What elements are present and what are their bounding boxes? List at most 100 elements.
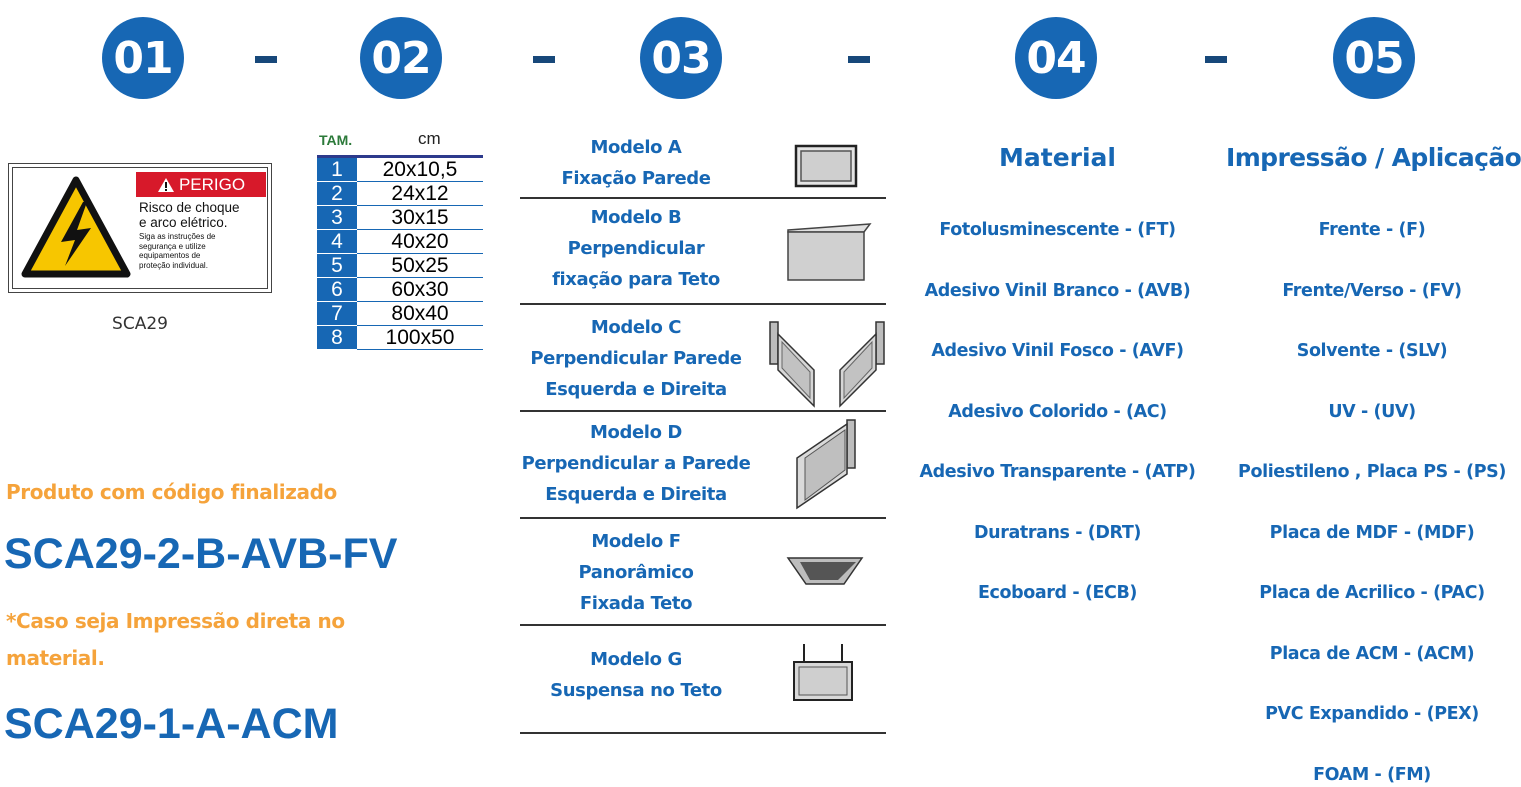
model-label-line: Fixação Parede [561, 168, 711, 189]
step-4-badge: 04 [1015, 17, 1097, 99]
size-value: 24x12 [357, 181, 483, 206]
model-label-line: Fixada Teto [579, 593, 693, 614]
material-item: Duratrans - (DRT) [974, 522, 1141, 543]
size-value: 50x25 [357, 253, 483, 278]
model-divider [520, 732, 886, 734]
size-value: 40x20 [357, 229, 483, 254]
sign-small-3: equipamentos de [139, 251, 201, 260]
size-number: 3 [317, 205, 357, 230]
model-label-line: Modelo G [590, 649, 682, 670]
step-2-badge: 02 [360, 17, 442, 99]
print-item: PVC Expandido - (PEX) [1265, 704, 1479, 724]
model-label-line: Modelo D [590, 422, 682, 443]
panoramic-icon [786, 556, 864, 593]
step-separator [848, 56, 870, 63]
model-label-line: Perpendicular [567, 238, 705, 259]
print-item: Solvente - (SLV) [1296, 341, 1448, 361]
sign-line-2: e arco elétrico. [139, 215, 228, 230]
model-divider [520, 517, 886, 519]
size-value: 60x30 [357, 277, 483, 302]
step-1-badge: 01 [102, 17, 184, 99]
perpendicular-wall-icon [793, 418, 859, 515]
wall-frame-icon [794, 144, 858, 193]
product-code: SCA29 [112, 314, 168, 334]
material-title: Material [999, 143, 1116, 172]
step-separator [255, 56, 277, 63]
model-divider [520, 624, 886, 626]
final-code-1: SCA29-2-B-AVB-FV [4, 530, 398, 578]
size-number: 4 [317, 229, 357, 254]
electric-hazard-icon [21, 176, 131, 278]
model-label-line: fixação para Teto [552, 269, 720, 290]
step-separator [533, 56, 555, 63]
sign-header: PERIGO [136, 172, 266, 197]
warning-triangle-icon [157, 177, 174, 192]
note-line-1: *Caso seja Impressão direta no [6, 609, 345, 633]
step-separator [1205, 56, 1227, 63]
step-5-badge: 05 [1333, 17, 1415, 99]
safety-sign: PERIGO Risco de choque e arco elétrico. … [8, 163, 272, 293]
size-header-tam: TAM. [319, 132, 353, 148]
material-item: Adesivo Colorido - (AC) [948, 401, 1167, 422]
size-value: 20x10,5 [357, 158, 483, 182]
material-item: Adesivo Transparente - (ATP) [919, 462, 1196, 482]
suspended-icon [792, 644, 854, 709]
sign-small-2: segurança e utilize [139, 241, 206, 251]
print-item: Placa de ACM - (ACM) [1269, 643, 1475, 664]
print-item: FOAM - (FM) [1313, 764, 1431, 785]
model-label-line: Esquerda e Direita [545, 379, 727, 400]
size-value: 30x15 [357, 205, 483, 230]
material-item: Fotolusminescente - (FT) [939, 220, 1176, 240]
material-item: Ecoboard - (ECB) [977, 583, 1138, 603]
size-value: 100x50 [357, 325, 483, 350]
left-right-wall-icon [768, 320, 886, 415]
model-label-line: Modelo C [590, 317, 682, 338]
size-number: 5 [317, 253, 357, 278]
size-header-unit: cm [418, 129, 441, 148]
model-divider [520, 410, 886, 412]
model-label-line: Perpendicular Parede [530, 348, 742, 369]
sign-small-1: Siga as instruções de [139, 232, 216, 241]
size-value: 80x40 [357, 301, 483, 326]
material-item: Adesivo Vinil Fosco - (AVF) [931, 341, 1184, 361]
model-divider [520, 197, 886, 199]
print-item: Frente/Verso - (FV) [1282, 280, 1462, 301]
size-number: 6 [317, 277, 357, 302]
size-number: 7 [317, 301, 357, 326]
final-code-2: SCA29-1-A-ACM [4, 700, 339, 748]
print-title: Impressão / Aplicação [1226, 143, 1521, 172]
size-header-line [317, 155, 483, 158]
ceiling-mount-icon [778, 222, 874, 287]
print-item: Poliestileno , Placa PS - (PS) [1238, 462, 1506, 482]
sign-line-1: Risco de choque [139, 200, 240, 215]
final-label: Produto com código finalizado [6, 480, 337, 504]
model-divider [520, 303, 886, 305]
print-item: Placa de MDF - (MDF) [1269, 522, 1475, 543]
size-number: 1 [317, 158, 357, 182]
print-item: Frente - (F) [1318, 220, 1426, 240]
print-item: UV - (UV) [1328, 401, 1416, 422]
model-label-line: Panorâmico [578, 562, 694, 583]
step-3-badge: 03 [640, 17, 722, 99]
size-number: 8 [317, 325, 357, 350]
